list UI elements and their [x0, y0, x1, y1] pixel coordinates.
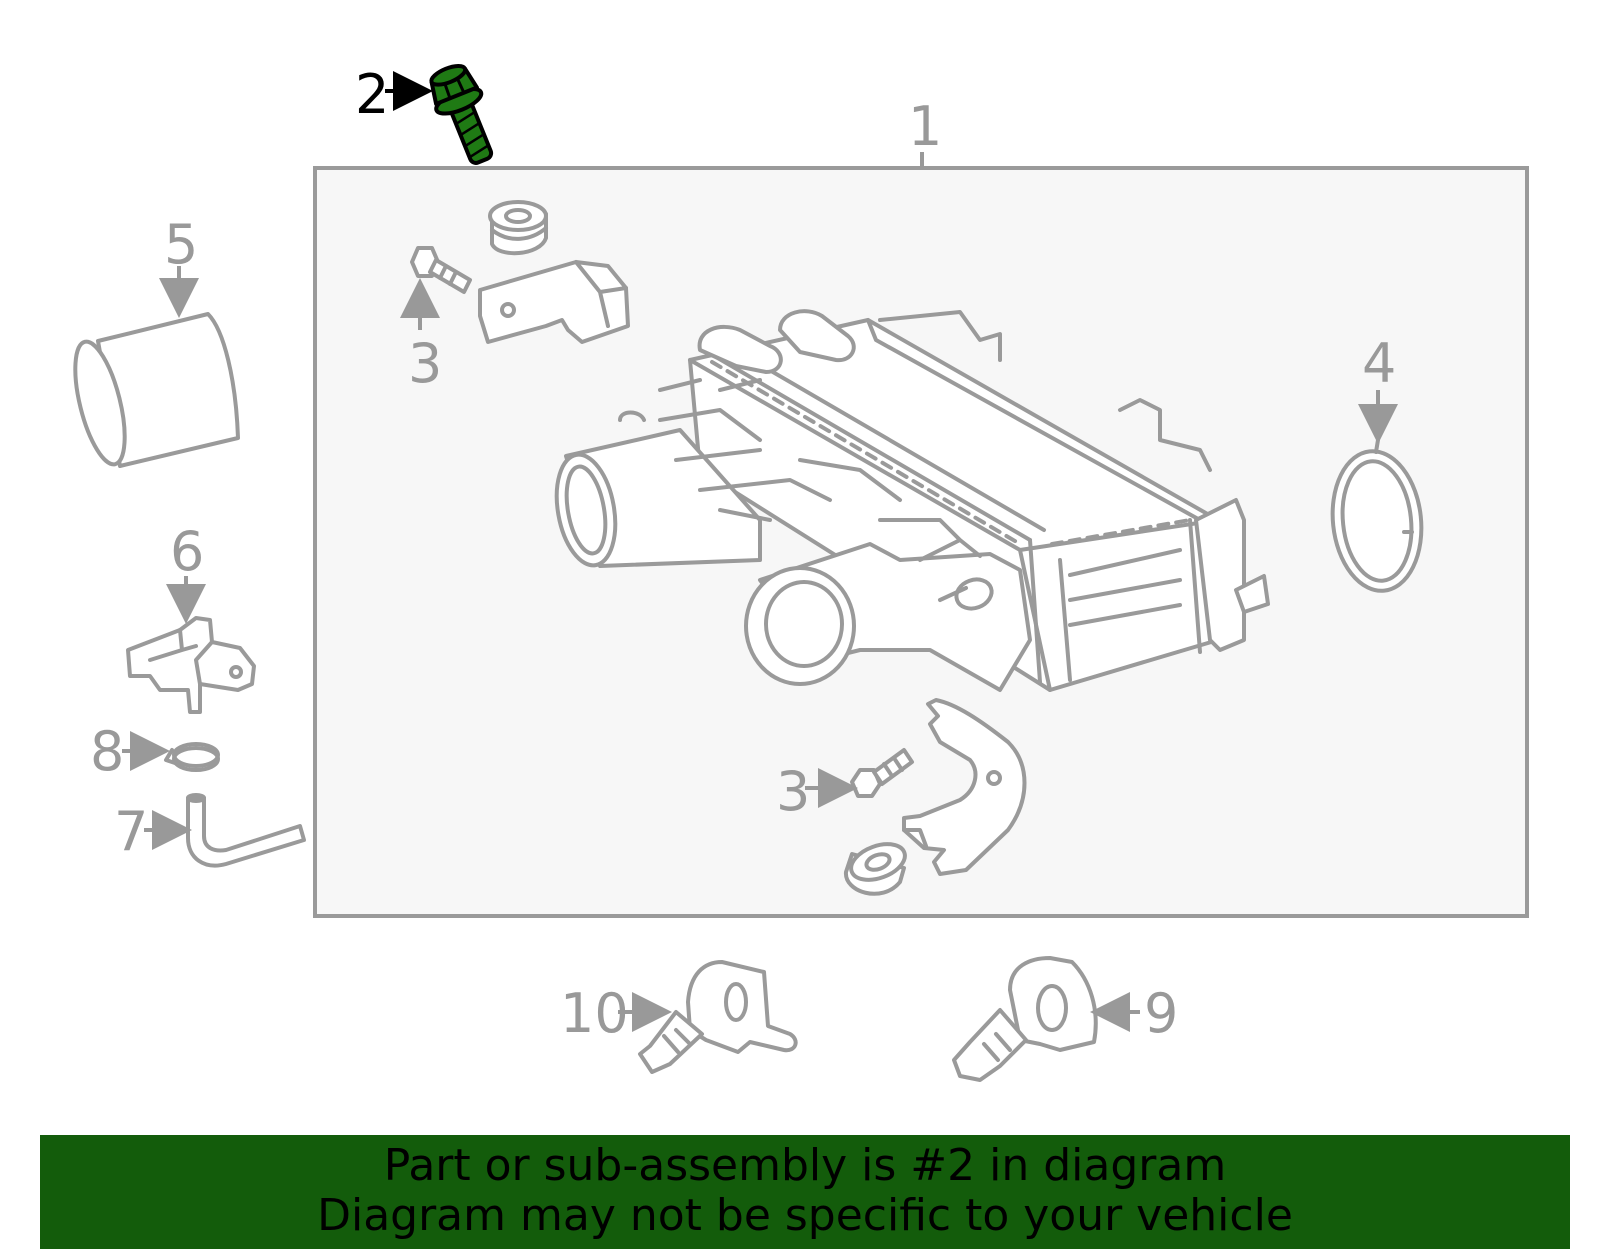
callout-4[interactable]: 4 — [1362, 332, 1396, 395]
callout-7[interactable]: 7 — [114, 800, 148, 863]
gasket-part-4-icon[interactable] — [1326, 438, 1428, 595]
mounting-bracket-lower-icon — [902, 698, 1027, 876]
callout-8[interactable]: 8 — [90, 720, 124, 783]
callout-6[interactable]: 6 — [170, 520, 204, 583]
sensor-part-9-icon[interactable] — [952, 956, 1098, 1082]
bolt-part-2-icon[interactable] — [423, 60, 505, 170]
callout-3-lower[interactable]: 3 — [776, 760, 810, 823]
notice-banner-line-1: Part or sub-assembly is #2 in diagram — [383, 1140, 1227, 1191]
callout-5[interactable]: 5 — [164, 213, 198, 276]
grommet-lower-icon — [844, 842, 907, 896]
callout-3-upper[interactable]: 3 — [408, 332, 442, 395]
bracket-part-6-icon[interactable] — [126, 616, 256, 714]
sensor-part-10-icon[interactable] — [638, 960, 798, 1074]
bolt-part-3-upper-icon[interactable] — [410, 246, 472, 294]
callout-2[interactable]: 2 — [355, 63, 389, 126]
callout-9[interactable]: 9 — [1144, 982, 1178, 1045]
bolt-part-3-lower-icon[interactable] — [850, 748, 914, 798]
grommet-upper-icon — [488, 200, 548, 256]
mounting-bracket-upper-icon — [478, 260, 630, 344]
callout-1[interactable]: 1 — [908, 95, 942, 158]
clamp-part-8-icon[interactable] — [164, 742, 220, 772]
notice-banner: Part or sub-assembly is #2 in diagram Di… — [40, 1135, 1570, 1249]
hose-part-7-icon[interactable] — [186, 793, 306, 868]
callout-10[interactable]: 10 — [560, 982, 629, 1045]
filter-part-5-icon[interactable] — [65, 312, 240, 469]
notice-banner-line-2: Diagram may not be specific to your vehi… — [317, 1190, 1293, 1241]
intercooler-assembly-part-1-icon[interactable] — [549, 309, 1270, 692]
